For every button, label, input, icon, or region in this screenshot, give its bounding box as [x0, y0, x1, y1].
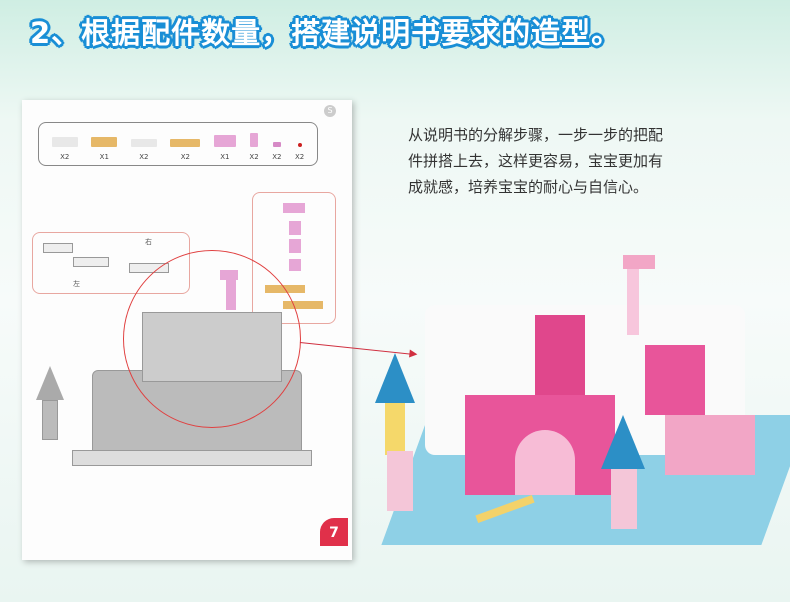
brick-icon — [297, 143, 302, 147]
castle-pillar — [627, 265, 639, 335]
tower-drawing — [42, 400, 58, 440]
label-right: 右 — [145, 238, 152, 246]
brick-plate — [43, 243, 73, 253]
part-item: X2 — [272, 142, 281, 161]
brick-plate — [283, 301, 323, 309]
part-item: X2 — [130, 139, 157, 161]
brick-icon — [272, 142, 281, 147]
brand-logo-icon: S — [324, 105, 336, 117]
part-item: X2 — [51, 137, 78, 161]
description-line: 成就感，培养宝宝的耐心与自信心。 — [408, 178, 649, 196]
part-quantity: X2 — [180, 153, 190, 161]
description-line: 从说明书的分解步骤，一步一步的把配 — [408, 126, 664, 144]
castle-upper-wall — [535, 315, 585, 395]
brick-plate — [73, 257, 109, 267]
label-left: 左 — [73, 280, 80, 288]
part-quantity: X2 — [294, 153, 305, 161]
brick-icon — [130, 139, 157, 147]
brick — [289, 221, 301, 235]
part-quantity: X2 — [139, 153, 149, 161]
brick-icon — [170, 139, 201, 147]
built-castle-photo — [365, 245, 790, 575]
tower-right-roof — [601, 415, 645, 469]
castle-pillar-top — [623, 255, 655, 269]
part-item: X1 — [213, 135, 236, 161]
part-quantity: X2 — [60, 153, 70, 161]
part-quantity: X1 — [99, 153, 109, 161]
part-item: X1 — [91, 137, 118, 161]
page-title: 2、根据配件数量，搭建说明书要求的造型。 — [30, 16, 622, 50]
brick-icon — [250, 133, 259, 147]
part-quantity: X1 — [220, 153, 230, 161]
tower-roof-drawing — [36, 366, 64, 400]
brick — [289, 239, 301, 253]
tower-left-body — [385, 395, 405, 455]
part-quantity: X2 — [272, 153, 282, 161]
parts-list: X2 X1 X2 X2 X1 X2 X2 X2 — [38, 122, 318, 166]
castle-side-base — [665, 415, 755, 475]
description-line: 件拼搭上去，这样更容易，宝宝更加有 — [408, 152, 664, 170]
baseplate-drawing — [72, 450, 312, 466]
tower-left-base — [387, 451, 413, 511]
part-item: X2 — [170, 139, 201, 161]
brick — [289, 259, 301, 271]
brick — [283, 203, 305, 213]
tower-right-base — [611, 469, 637, 529]
brick-icon — [91, 137, 118, 147]
part-quantity: X2 — [249, 153, 259, 161]
brick-icon — [213, 135, 236, 147]
description-text: 从说明书的分解步骤，一步一步的把配 件拼搭上去，这样更容易，宝宝更加有 成就感，… — [408, 122, 748, 200]
castle-arch — [515, 430, 575, 495]
part-item: X2 — [249, 133, 259, 161]
page-number: 7 — [320, 518, 348, 546]
brick-icon — [51, 137, 78, 147]
tower-left-roof — [375, 353, 415, 403]
castle-side-wall — [645, 345, 705, 415]
part-item: X2 — [295, 143, 304, 161]
highlight-circle — [123, 250, 301, 428]
